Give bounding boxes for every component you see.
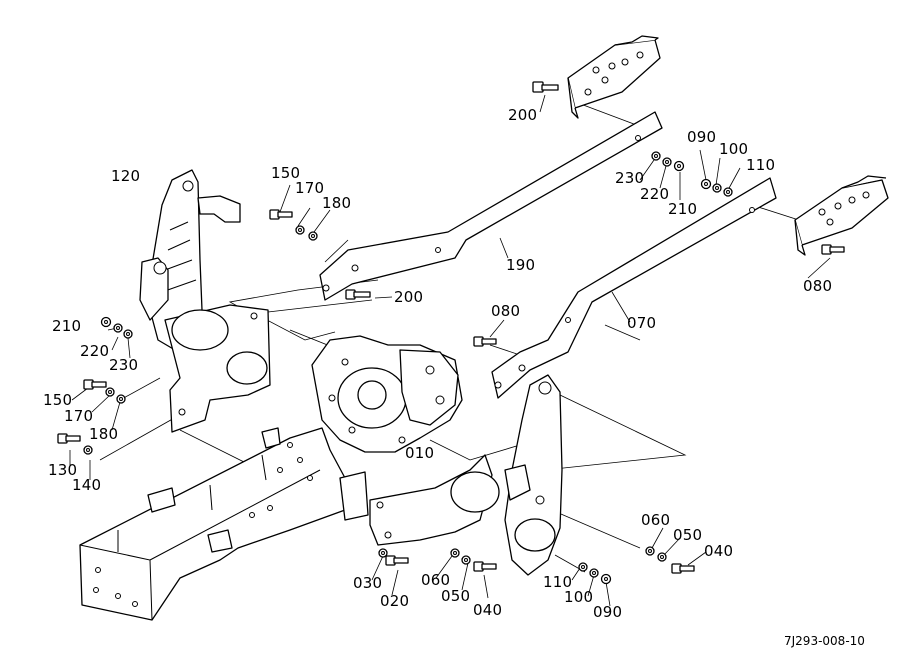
callout-110-bottom: 110 [543, 573, 573, 591]
bolt-040-right [671, 563, 695, 574]
leader-lines [69, 94, 831, 607]
callout-100-top: 100 [719, 140, 749, 158]
transmission-housing [311, 335, 463, 453]
callout-030: 030 [353, 574, 383, 592]
bolt-130 [57, 433, 81, 444]
callout-230-right: 230 [615, 169, 645, 187]
bolt-040-left [473, 561, 497, 572]
callout-150-top: 150 [271, 164, 301, 182]
callout-180-left: 180 [89, 425, 119, 443]
callout-210-left: 210 [52, 317, 82, 335]
callout-100-bottom: 100 [564, 588, 594, 606]
callout-220-left: 220 [80, 342, 110, 360]
bolt-200-mid [345, 289, 371, 300]
callout-040-left: 040 [473, 601, 503, 619]
callout-120: 120 [111, 167, 141, 185]
callout-040-right: 040 [704, 542, 734, 560]
callout-080-mid: 080 [491, 302, 521, 320]
bolt-020 [385, 555, 409, 566]
bolts [57, 81, 845, 574]
callout-050-left: 050 [441, 587, 471, 605]
bolt-150-top [269, 209, 293, 220]
lift-arm-right [504, 374, 563, 576]
callout-220-right: 220 [640, 185, 670, 203]
callout-090-top: 090 [687, 128, 717, 146]
drawing-code: 7J293-008-10 [784, 634, 865, 648]
bolt-080-mid [473, 336, 497, 347]
callout-200-mid: 200 [394, 288, 424, 306]
callout-170-left: 170 [64, 407, 94, 425]
callout-210-right: 210 [668, 200, 698, 218]
callout-110-top: 110 [746, 156, 776, 174]
bolt-080-right [821, 244, 845, 255]
callout-020: 020 [380, 592, 410, 610]
left-support-bracket [164, 304, 271, 433]
right-mount-bracket [794, 175, 889, 256]
callout-180-top: 180 [322, 194, 352, 212]
arm-070 [491, 177, 777, 399]
upper-right-mount-bracket [567, 35, 661, 119]
right-support-010 [369, 454, 500, 546]
bolt-150-left [83, 379, 107, 390]
callout-080-right: 080 [803, 277, 833, 295]
callout-060-left: 060 [421, 571, 451, 589]
callout-050-right: 050 [673, 526, 703, 544]
callout-060-right: 060 [641, 511, 671, 529]
callout-150-left: 150 [43, 391, 73, 409]
callout-090-bottom: 090 [593, 603, 623, 621]
callout-070: 070 [627, 314, 657, 332]
callout-230-left: 230 [109, 356, 139, 374]
chassis-frame [79, 427, 369, 621]
bolt-200-top [532, 81, 559, 93]
callout-130: 130 [48, 461, 78, 479]
washers-and-nuts [83, 151, 733, 585]
callout-190: 190 [506, 256, 536, 274]
arm-190 [319, 111, 663, 301]
callout-010: 010 [405, 444, 435, 462]
callout-140: 140 [72, 476, 102, 494]
callout-170-top: 170 [295, 179, 325, 197]
callout-200-top: 200 [508, 106, 538, 124]
lift-arm-120 [139, 169, 241, 351]
